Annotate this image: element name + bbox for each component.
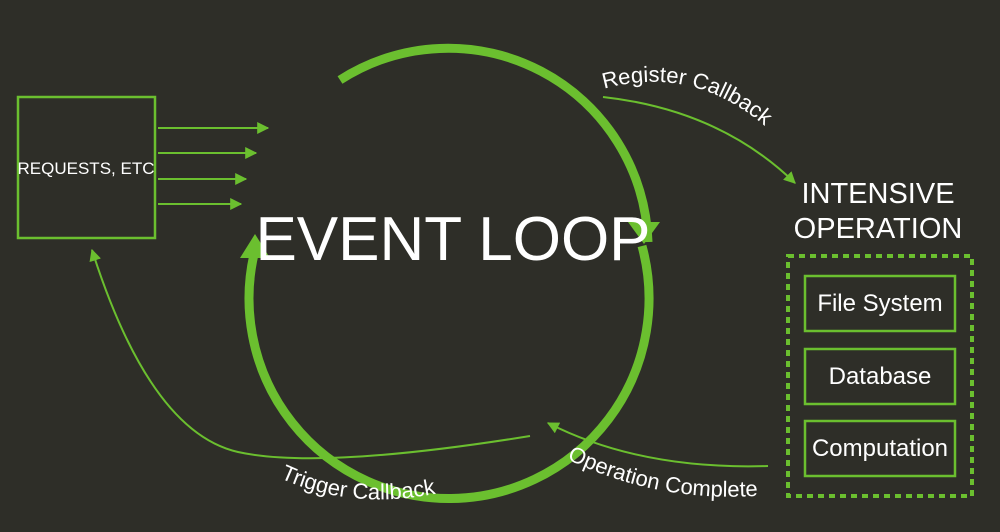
event-loop-arc-right: [337, 43, 653, 243]
file-system-label: File System: [817, 290, 942, 317]
operation-complete-arrow: [546, 422, 769, 468]
event-loop-arc-left: [244, 244, 654, 504]
register-callback-label: Register Callback: [599, 62, 778, 131]
database-label: Database: [829, 363, 932, 390]
trigger-callback-label: Trigger Callback: [278, 460, 438, 505]
intensive-operation-title-line2: OPERATION: [794, 213, 963, 245]
requests-label: REQUESTS, ETC: [18, 159, 155, 178]
intensive-operation-title-line1: INTENSIVE: [801, 178, 954, 210]
operation-complete-label: Operation Complete: [565, 441, 759, 502]
loop-arrowhead-up: [240, 234, 270, 258]
intensive-operation-container: [786, 254, 974, 498]
database-box: [803, 347, 957, 406]
loop-arrowhead-down: [628, 222, 660, 244]
computation-box: [803, 419, 957, 478]
register-callback-arrow: [602, 96, 796, 184]
event-loop-label: EVENT LOOP: [255, 205, 650, 274]
requests-box: [16, 95, 157, 240]
computation-label: Computation: [812, 435, 948, 462]
file-system-box: [803, 274, 957, 333]
trigger-callback-arrow: [89, 248, 531, 460]
